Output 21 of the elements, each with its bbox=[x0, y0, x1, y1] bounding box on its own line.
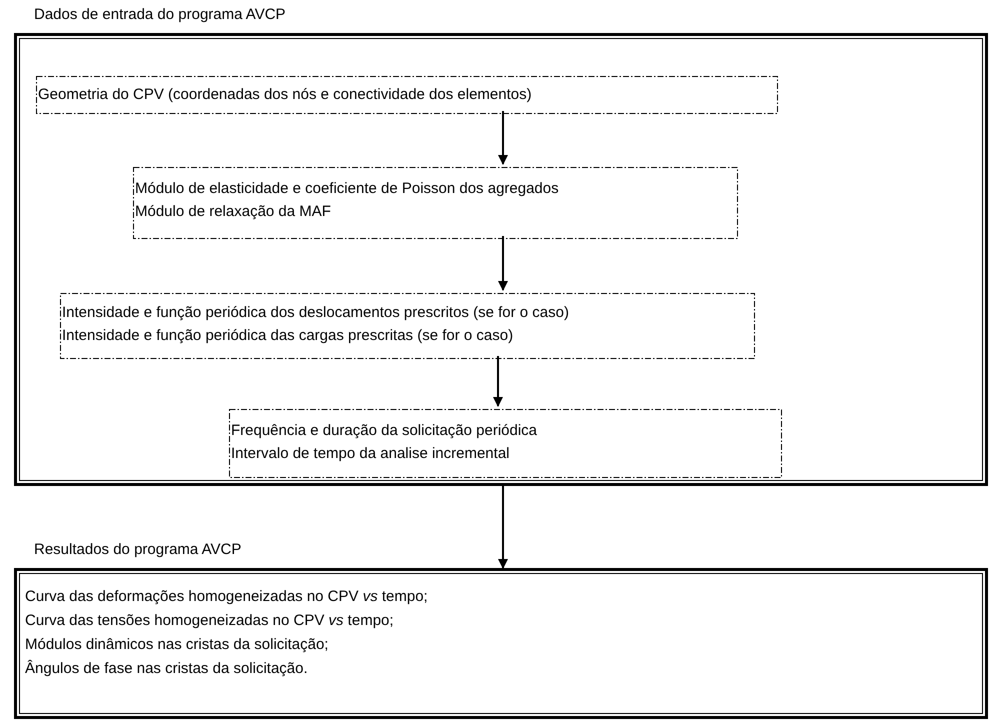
result-text: Curva das deformações homogeneizadas no CPV vs tempo; bbox=[25, 587, 429, 607]
input-text: Módulo de elasticidade e coeficiente de Poisson dos agregados bbox=[135, 179, 560, 199]
result-text: Ângulos de fase nas cristas da solicitação. bbox=[25, 658, 309, 679]
result-text: Curva das tensões homogeneizadas no CPV vs tempo; bbox=[25, 611, 395, 631]
input-text: Intensidade e função periódica dos deslocamentos prescritos (se for o caso) bbox=[62, 303, 570, 323]
input-text: Frequência e duração da solicitação periódica bbox=[231, 421, 538, 441]
input-box bbox=[60, 293, 755, 359]
result-text: Módulos dinâmicos nas cristas da solicitação; bbox=[25, 635, 330, 655]
input-box bbox=[36, 76, 778, 114]
input-box bbox=[133, 167, 738, 239]
input-text: Intensidade e função periódica das cargas prescritas (se for o caso) bbox=[62, 326, 514, 346]
arrow bbox=[498, 236, 508, 291]
section-heading: Dados de entrada do programa AVCP bbox=[34, 5, 287, 25]
input-text: Módulo de relaxação da MAF bbox=[135, 202, 332, 222]
arrow bbox=[498, 111, 508, 165]
section-heading: Resultados do programa AVCP bbox=[34, 540, 242, 560]
input-text: Intervalo de tempo da analise incremental bbox=[231, 444, 510, 464]
input-text: Geometria do CPV (coordenadas dos nós e conectividade dos elementos) bbox=[38, 85, 533, 105]
arrow bbox=[493, 356, 503, 407]
arrow bbox=[498, 486, 508, 569]
input-box bbox=[229, 409, 782, 478]
